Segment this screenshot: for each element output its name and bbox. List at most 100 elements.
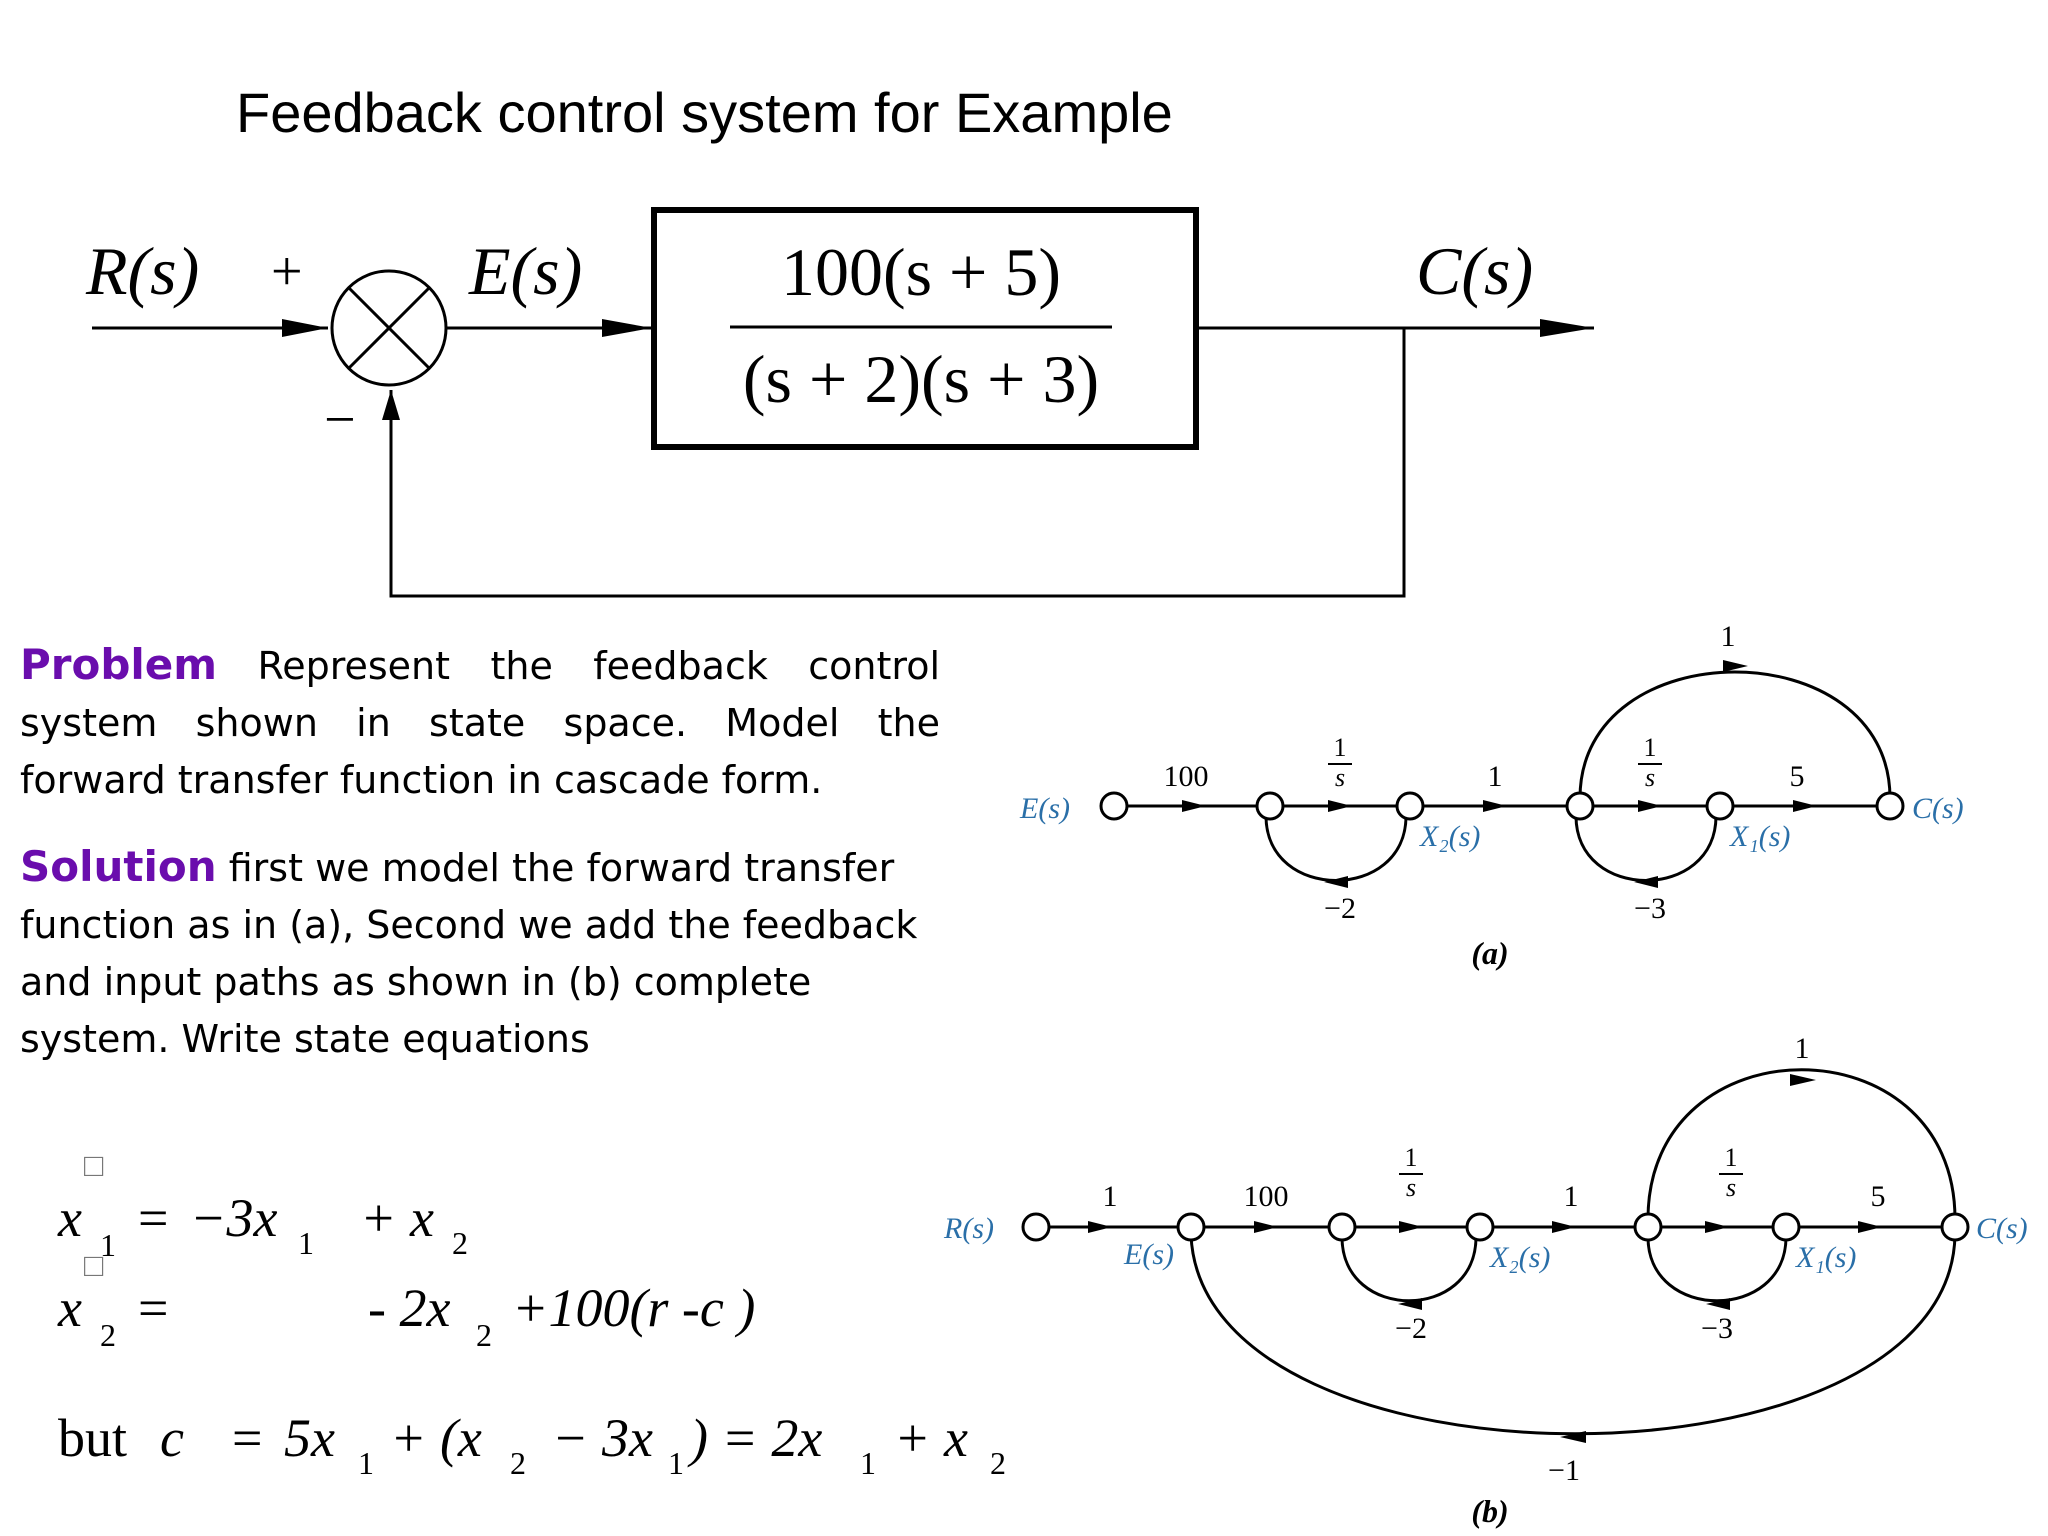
eq3-but: but	[58, 1408, 127, 1468]
loop-minus-2	[1264, 815, 1408, 882]
sfg-b-int1-den: s	[1726, 1173, 1736, 1202]
node-X2	[1465, 1212, 1495, 1242]
node-1	[1327, 1212, 1357, 1242]
state-equations: □ □ x 1 = −3x 1 + x 2 x 2 = - 2x 2 +100(…	[57, 1147, 1006, 1481]
sfg-a-input-label: E(s)	[1019, 792, 1070, 825]
loop-minus-3-arrow	[1634, 876, 1658, 888]
eq2-term-a: - 2x	[368, 1278, 450, 1338]
eq1-term-b: + x	[360, 1188, 434, 1248]
sfg-b-int2-num: 1	[1405, 1143, 1418, 1172]
plus-sign: +	[271, 241, 303, 303]
loop-minus-2	[1340, 1236, 1478, 1303]
node-C	[1875, 791, 1905, 821]
eq3-equals: =	[232, 1408, 262, 1468]
feedforward-arc	[1646, 1068, 1957, 1220]
minus-sign: −	[324, 389, 356, 451]
eq3-t3-sub: 1	[668, 1445, 684, 1481]
sfg-b-int2-den: s	[1406, 1173, 1416, 1202]
feedforward-arc	[1578, 670, 1892, 799]
error-arrow	[602, 319, 652, 337]
feedforward-arrow	[1723, 660, 1748, 672]
eq1-term-b-sub: 2	[452, 1225, 468, 1261]
eq1-lhs-sub: 1	[100, 1227, 116, 1263]
block-diagram: R(s) + − E(s) 100(s + 5) (s + 2)(s + 3) …	[85, 207, 1594, 598]
sfg-b-loop3-label: −3	[1701, 1312, 1733, 1345]
sfg-a-gain-1: 1	[1488, 760, 1503, 793]
feedforward-arrow	[1790, 1074, 1816, 1086]
sfg-b-gain-100: 100	[1244, 1180, 1289, 1213]
node-3	[1565, 791, 1595, 821]
sfg-a-state-x2: X₂(s)	[1419, 820, 1480, 853]
loop-minus-2-arrow	[1398, 1298, 1422, 1310]
sfg-b-gain-5: 5	[1871, 1180, 1886, 1213]
node-E	[1099, 791, 1129, 821]
sfg-a-int1-num: 1	[1644, 733, 1657, 762]
sfg-b-error-label: E(s)	[1123, 1238, 1174, 1271]
sfg-a-state-x1: X₁(s)	[1729, 820, 1790, 853]
tf-denominator: (s + 2)(s + 3)	[743, 341, 1099, 417]
sfg-b-int1-num: 1	[1725, 1143, 1738, 1172]
sfg-a-int2-den: s	[1335, 763, 1345, 792]
sfg-a-loop2-label: −2	[1324, 892, 1356, 925]
sfg-a-gain-5: 5	[1790, 760, 1805, 793]
eq2-term-a-sub: 2	[476, 1317, 492, 1353]
node-C	[1940, 1212, 1970, 1242]
eq1-equals: =	[138, 1188, 168, 1248]
feedback-arrow	[1560, 1431, 1586, 1443]
error-label: E(s)	[468, 233, 582, 309]
eq1-term-a: −3x	[190, 1188, 277, 1248]
eq2-lhs-sub: 2	[100, 1317, 116, 1353]
node-R	[1021, 1212, 1051, 1242]
node-3	[1633, 1212, 1663, 1242]
sfg-a-output-label: C(s)	[1912, 792, 1964, 825]
feedback-path	[389, 328, 1406, 598]
solution-heading: Solution	[20, 842, 217, 891]
eq2-lhs: x	[57, 1278, 82, 1338]
sfg-b-feedforward-label: 1	[1795, 1032, 1810, 1065]
solution-text: first we model the forward transfer func…	[20, 846, 918, 1061]
summing-cross-2	[347, 286, 431, 370]
node-E	[1176, 1212, 1206, 1242]
sfg-b-state-x1: X₁(s)	[1795, 1241, 1856, 1274]
eq3-t5: + x	[894, 1408, 968, 1468]
node-1	[1255, 791, 1285, 821]
eq3-t4: ) = 2x	[687, 1408, 822, 1468]
eq2-equals: =	[138, 1278, 168, 1338]
sfg-a-int2-num: 1	[1334, 733, 1347, 762]
solution-paragraph: Solution first we model the forward tran…	[20, 838, 940, 1068]
sfg-b-state-x2: X₂(s)	[1489, 1241, 1550, 1274]
sfg-b-caption: (b)	[1471, 1493, 1508, 1529]
sfg-b-gain-1: 1	[1564, 1180, 1579, 1213]
sfg-b-input-label: R(s)	[943, 1212, 994, 1245]
sfg-b-output-label: C(s)	[1976, 1212, 2028, 1245]
output-arrow	[1540, 319, 1594, 337]
output-label: C(s)	[1416, 233, 1533, 309]
sfg-a-caption: (a)	[1471, 935, 1508, 971]
sfg-a-loop3-label: −3	[1634, 892, 1666, 925]
problem-text: Represent the feedback control system sh…	[20, 644, 940, 802]
sfg-b-gain-in: 1	[1103, 1180, 1118, 1213]
node-X2	[1395, 791, 1425, 821]
eq1-term-a-sub: 1	[298, 1225, 314, 1261]
node-X1	[1771, 1212, 1801, 1242]
input-label: R(s)	[85, 233, 199, 309]
loop-minus-3	[1646, 1236, 1788, 1303]
sfg-a-feedforward-label: 1	[1721, 620, 1736, 653]
sfg-b-loop2-label: −2	[1395, 1312, 1427, 1345]
loop-minus-3-arrow	[1706, 1298, 1730, 1310]
eq3-t1: 5x	[284, 1408, 335, 1468]
problem-paragraph: Problem Represent the feedback control s…	[20, 636, 940, 809]
input-arrow	[282, 319, 328, 337]
loop-minus-3	[1574, 815, 1718, 882]
eq3-t2: + (x	[390, 1408, 482, 1468]
sfg-b-feedback-label: −1	[1548, 1454, 1580, 1487]
signal-flow-graph-b: R(s) E(s) C(s) 1 100 1 s 1 1 s 5 1 −2 −3…	[943, 1032, 2028, 1529]
eq3-t4-sub: 1	[860, 1445, 876, 1481]
eq3-t2-sub: 2	[510, 1445, 526, 1481]
sfg-a-gain-100: 100	[1164, 760, 1209, 793]
eq3-t1-sub: 1	[358, 1445, 374, 1481]
eq3-t3: − 3x	[552, 1408, 653, 1468]
eq3-t5-sub: 2	[990, 1445, 1006, 1481]
tf-numerator: 100(s + 5)	[781, 234, 1061, 310]
eq1-lhs: x	[57, 1188, 82, 1248]
